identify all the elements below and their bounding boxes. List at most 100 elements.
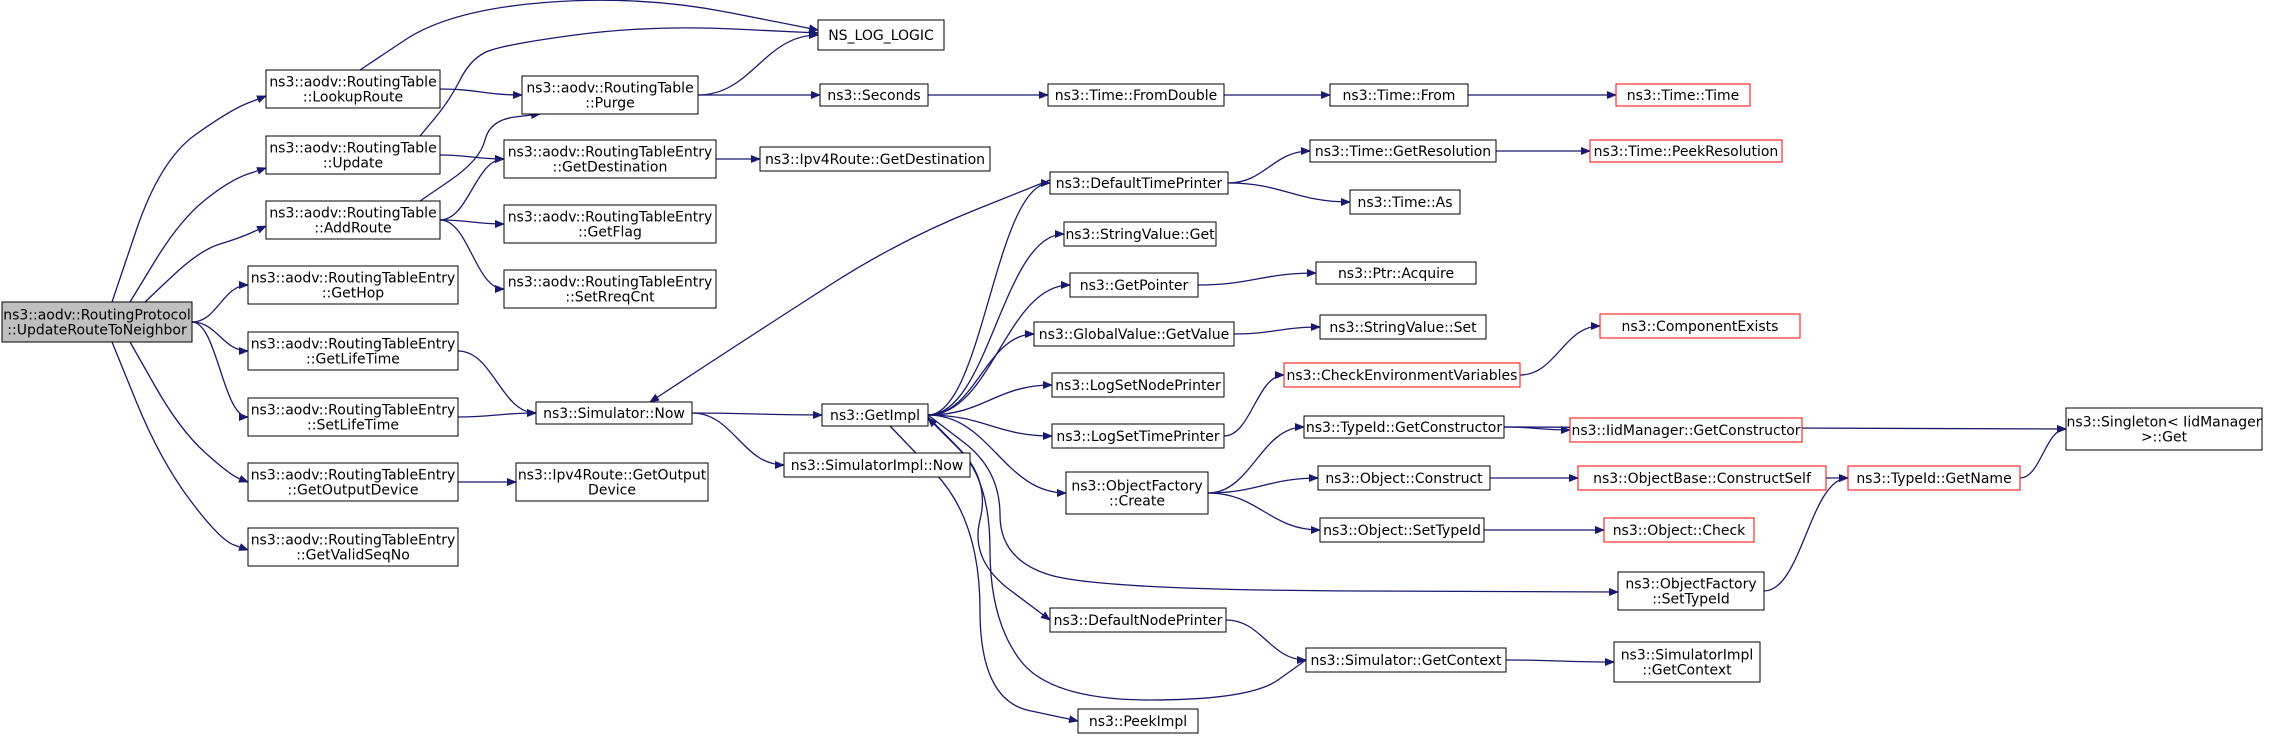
node-label-line: NS_LOG_LOGIC	[828, 28, 934, 44]
node-label-line: ::GetLifeTime	[306, 352, 400, 368]
node-objbaseconstruct[interactable]: ns3::ObjectBase::ConstructSelf	[1577, 465, 1827, 491]
node-lookup[interactable]: ns3::aodv::RoutingTable::LookupRoute	[265, 69, 441, 109]
edge-defnodeprinter-to-simgetctx	[1225, 619, 1307, 664]
node-deftimeprinter[interactable]: ns3::DefaultTimePrinter	[1049, 171, 1229, 195]
node-getdest[interactable]: ns3::aodv::RoutingTableEntry::GetDestina…	[503, 139, 717, 179]
node-ipv4getdest[interactable]: ns3::Ipv4Route::GetDestination	[759, 146, 991, 172]
node-label-line: ns3::GlobalValue::GetValue	[1039, 327, 1229, 343]
node-label-line: ::GetOutputDevice	[288, 483, 419, 499]
node-timeas[interactable]: ns3::Time::As	[1349, 189, 1461, 215]
node-box	[1589, 139, 1783, 163]
node-getlifetime[interactable]: ns3::aodv::RoutingTableEntry::GetLifeTim…	[247, 331, 459, 371]
node-ofsettypeid[interactable]: ns3::ObjectFactory::SetTypeId	[1617, 571, 1765, 611]
node-label-line: ns3::aodv::RoutingTableEntry	[251, 403, 456, 419]
node-checkenv[interactable]: ns3::CheckEnvironmentVariables	[1283, 362, 1521, 388]
node-label-line: ns3::Object::Construct	[1325, 471, 1483, 487]
node-seconds[interactable]: ns3::Seconds	[819, 83, 929, 107]
edge-getimpl-to-defnodeprinter	[927, 416, 1051, 621]
node-simimplgetctx[interactable]: ns3::SimulatorImpl::GetContext	[1613, 641, 1761, 683]
node-label-line: ns3::PeekImpl	[1089, 714, 1187, 730]
node-label-line: ::Update	[323, 156, 383, 172]
node-gvgetvalue[interactable]: ns3::GlobalValue::GetValue	[1033, 321, 1235, 347]
node-label-line: ns3::StringValue::Set	[1329, 320, 1477, 336]
node-box	[1613, 641, 1761, 683]
node-box	[265, 69, 441, 109]
node-peekres[interactable]: ns3::Time::PeekResolution	[1589, 139, 1783, 163]
node-ptracquire[interactable]: ns3::Ptr::Acquire	[1315, 261, 1477, 285]
node-logsettime[interactable]: ns3::LogSetTimePrinter	[1051, 423, 1225, 449]
node-box	[1349, 189, 1461, 215]
node-update[interactable]: ns3::aodv::RoutingTable::Update	[265, 135, 441, 175]
node-getimpl[interactable]: ns3::GetImpl	[821, 403, 929, 427]
node-label-line: ns3::aodv::RoutingTable	[526, 81, 693, 97]
node-simnow[interactable]: ns3::Simulator::Now	[535, 401, 693, 425]
node-box	[1603, 517, 1755, 543]
node-tidgetname[interactable]: ns3::TypeId::GetName	[1847, 465, 2021, 491]
node-iidgetctor[interactable]: ns3::IidManager::GetConstructor	[1569, 417, 1803, 443]
edge-root-to-gethop	[191, 281, 249, 323]
edge-getimpl-to-ofsettypeid	[927, 414, 1619, 596]
node-label-line: ns3::Time::GetResolution	[1315, 144, 1491, 160]
node-getres[interactable]: ns3::Time::GetResolution	[1309, 139, 1497, 163]
node-ofcreate[interactable]: ns3::ObjectFactory::Create	[1065, 471, 1209, 515]
node-label-line: ns3::DefaultTimePrinter	[1056, 176, 1223, 192]
node-box	[1047, 83, 1225, 107]
node-ipv4getout[interactable]: ns3::Ipv4Route::GetOutputDevice	[515, 462, 709, 502]
node-objconstruct[interactable]: ns3::Object::Construct	[1317, 465, 1491, 491]
edge-simnow-to-simimplnow	[691, 412, 785, 469]
node-box	[2065, 407, 2263, 451]
edge-ofcreate-to-tidgetctor	[1207, 423, 1305, 494]
node-label-line: ns3::Simulator::GetContext	[1310, 653, 1502, 669]
edge-root-to-getoutputdevice	[129, 341, 249, 483]
node-box	[1283, 362, 1521, 388]
node-label-line: ns3::aodv::RoutingProtocol	[3, 308, 191, 324]
node-box	[247, 397, 459, 437]
node-getpointer[interactable]: ns3::GetPointer	[1069, 272, 1199, 298]
edge-root-to-getlifetime	[191, 321, 249, 355]
node-label-line: Device	[588, 483, 636, 499]
node-nslog[interactable]: NS_LOG_LOGIC	[817, 19, 945, 51]
node-strvalset[interactable]: ns3::StringValue::Set	[1319, 314, 1487, 340]
node-label-line: ::SetLifeTime	[307, 418, 399, 434]
node-singleton[interactable]: ns3::Singleton< IidManager >::Get	[2065, 407, 2263, 451]
edge-addroute-to-purge	[419, 111, 541, 202]
node-box	[535, 401, 693, 425]
node-objcheck[interactable]: ns3::Object::Check	[1603, 517, 1755, 543]
node-objsettypeid[interactable]: ns3::Object::SetTypeId	[1319, 517, 1485, 543]
node-tidgetctor[interactable]: ns3::TypeId::GetConstructor	[1303, 415, 1505, 439]
node-gethop[interactable]: ns3::aodv::RoutingTableEntry::GetHop	[247, 265, 459, 305]
node-timefrom[interactable]: ns3::Time::From	[1329, 83, 1469, 107]
node-setrreqcnt[interactable]: ns3::aodv::RoutingTableEntry::SetRreqCnt	[503, 269, 717, 309]
node-purge[interactable]: ns3::aodv::RoutingTable::Purge	[521, 75, 699, 115]
node-getflag[interactable]: ns3::aodv::RoutingTableEntry::GetFlag	[503, 204, 717, 244]
edge-deftimeprinter-to-simnow	[649, 179, 1051, 403]
node-simimplnow[interactable]: ns3::SimulatorImpl::Now	[783, 452, 971, 478]
node-label-line: ns3::aodv::RoutingTable	[269, 75, 436, 91]
node-compexists[interactable]: ns3::ComponentExists	[1599, 313, 1801, 339]
node-defnodeprinter[interactable]: ns3::DefaultNodePrinter	[1049, 607, 1227, 633]
edge-addroute-to-getdest	[439, 155, 505, 221]
node-box	[1847, 465, 2021, 491]
node-getvalidseqno[interactable]: ns3::aodv::RoutingTableEntry::GetValidSe…	[247, 527, 459, 567]
edge-lookup-to-purge	[439, 88, 523, 99]
node-peekimpl[interactable]: ns3::PeekImpl	[1077, 708, 1199, 734]
node-setlifetime[interactable]: ns3::aodv::RoutingTableEntry::SetLifeTim…	[247, 397, 459, 437]
node-label-line: ns3::GetPointer	[1080, 278, 1189, 294]
node-box	[1, 301, 193, 343]
node-box	[817, 19, 945, 51]
node-label-line: ::GetDestination	[553, 160, 668, 176]
node-timetime[interactable]: ns3::Time::Time	[1615, 83, 1751, 107]
node-logsetnode[interactable]: ns3::LogSetNodePrinter	[1051, 372, 1225, 398]
node-getoutputdevice[interactable]: ns3::aodv::RoutingTableEntry::GetOutputD…	[247, 462, 459, 502]
edge-simgetctx-to-getimpl	[927, 417, 1307, 701]
edge-getimpl-to-logsetnode	[927, 381, 1053, 416]
node-fromdouble[interactable]: ns3::Time::FromDouble	[1047, 83, 1225, 107]
node-box	[1033, 321, 1235, 347]
node-label-line: ns3::Ipv4Route::GetOutput	[518, 468, 707, 484]
node-strvalget[interactable]: ns3::StringValue::Get	[1063, 221, 1217, 247]
node-label-line: ns3::Object::SetTypeId	[1323, 523, 1481, 539]
node-label-line: ::GetFlag	[578, 225, 642, 241]
node-box	[821, 403, 929, 427]
node-simgetctx[interactable]: ns3::Simulator::GetContext	[1305, 647, 1507, 673]
node-addroute[interactable]: ns3::aodv::RoutingTable::AddRoute	[265, 200, 441, 240]
